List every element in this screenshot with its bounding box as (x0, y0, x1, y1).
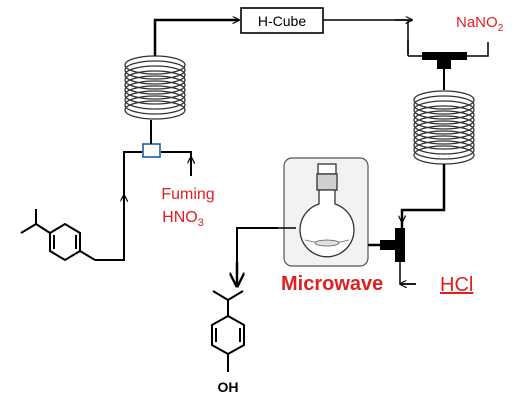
mixer-junction (142, 143, 161, 158)
hydroxyl-label: OH (218, 379, 239, 395)
feed-line-cumene (95, 151, 142, 261)
cumene-structure (20, 209, 96, 262)
hcube-label: H-Cube (258, 13, 306, 29)
acid-label-line1: Fuming (161, 186, 214, 203)
tee-junction-1-stem (437, 60, 451, 69)
product-structure (211, 290, 245, 372)
nitrite-inlet-line (467, 42, 489, 57)
acid-inlet-line (161, 151, 192, 176)
tee-junction-1 (422, 52, 467, 60)
coil-reactor-2 (413, 90, 475, 165)
nitrite-label: NaNO2 (456, 14, 504, 34)
outlet-line (236, 227, 278, 284)
coil-to-hcube-line (153, 18, 238, 56)
tee-junction-2-stem (380, 240, 395, 250)
hcube-to-tee-line (323, 19, 409, 54)
round-bottom-flask (299, 163, 355, 258)
acid-label-line2: HNO3 (162, 209, 204, 229)
coil-reactor-1 (124, 55, 186, 120)
hcl-inlet-line (399, 262, 416, 285)
microwave-label: Microwave (281, 273, 383, 295)
coil2-to-tee2-line (400, 164, 446, 228)
hcl-label: HCl (440, 274, 473, 296)
tee-junction-2 (395, 228, 405, 262)
